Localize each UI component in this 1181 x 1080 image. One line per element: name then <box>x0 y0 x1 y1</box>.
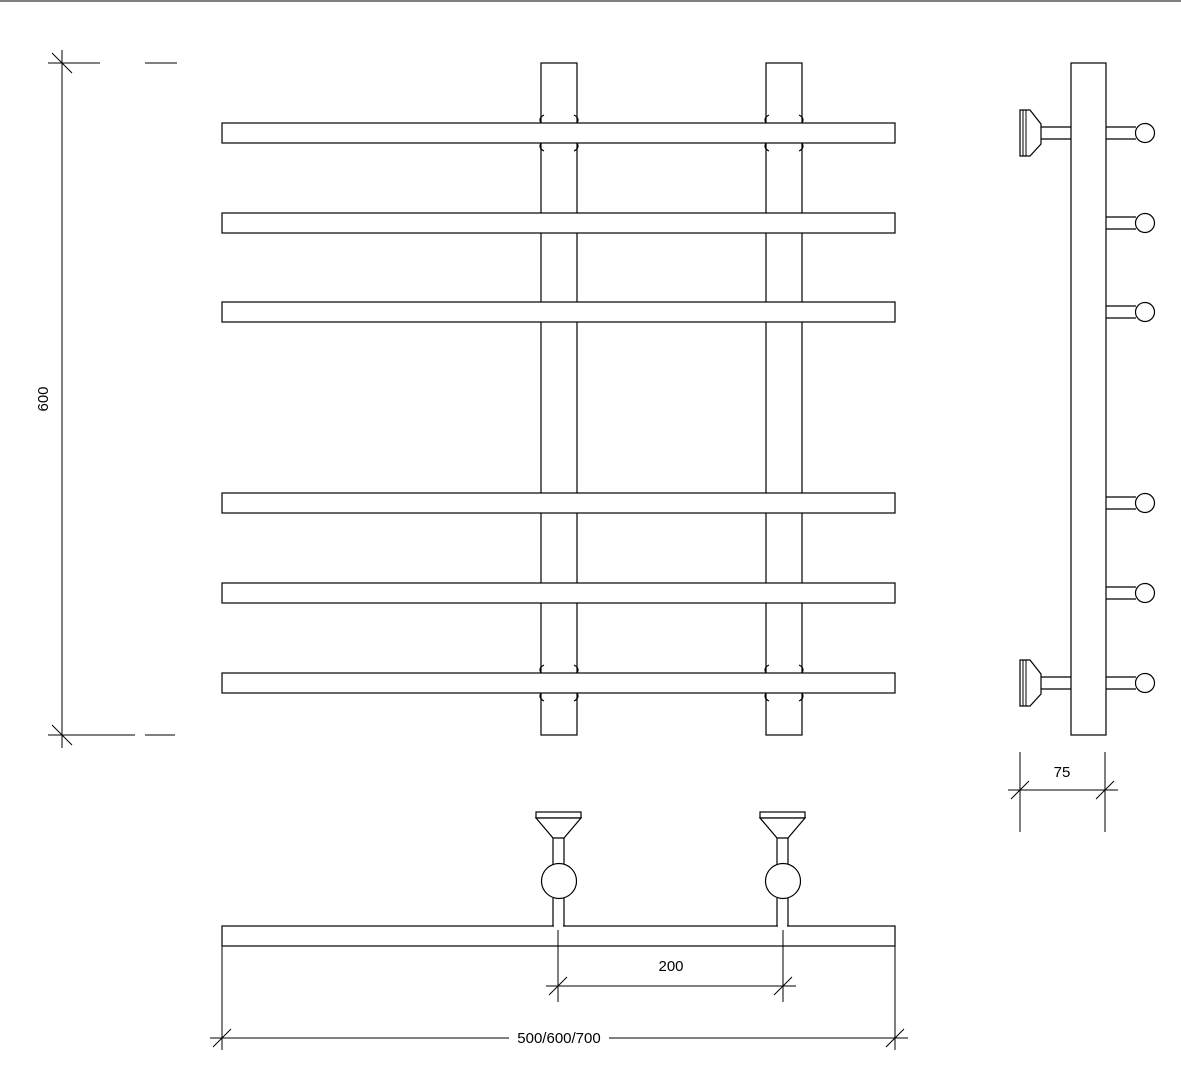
front-rail-3 <box>221 301 896 323</box>
side-wall-bracket-bottom <box>1019 659 1071 707</box>
side-riser <box>1070 62 1107 736</box>
top-riser-left <box>534 811 583 928</box>
front-junction-marks <box>539 114 804 702</box>
center-spacing-dimension: 200 <box>546 930 796 1002</box>
front-rail-6 <box>221 672 896 694</box>
front-view <box>221 62 896 736</box>
side-rail-end-4 <box>1106 492 1156 514</box>
side-rail-end-1 <box>1106 122 1156 144</box>
front-riser-left <box>540 62 578 736</box>
top-view: 200 500/600/700 <box>210 811 908 1050</box>
center-spacing-label: 200 <box>658 958 683 975</box>
side-rail-end-6 <box>1106 672 1156 694</box>
width-dimension-label: 500/600/700 <box>517 1030 600 1047</box>
side-rail-end-2 <box>1106 212 1156 234</box>
front-rail-1 <box>221 122 896 144</box>
depth-dimension: 75 <box>1008 752 1118 832</box>
side-wall-bracket-top <box>1019 109 1071 157</box>
side-rail-end-3 <box>1106 301 1156 323</box>
side-rail-end-5 <box>1106 582 1156 604</box>
width-dimension: 500/600/700 <box>210 946 908 1050</box>
side-view: 75 <box>1008 62 1156 832</box>
height-dimension: 600 <box>35 50 177 748</box>
front-rail-4 <box>221 492 896 514</box>
front-rail-5 <box>221 582 896 604</box>
front-riser-right <box>765 62 803 736</box>
top-riser-right <box>758 811 807 928</box>
depth-dimension-label: 75 <box>1054 764 1071 781</box>
front-rail-2 <box>221 212 896 234</box>
height-dimension-label: 600 <box>35 386 52 411</box>
